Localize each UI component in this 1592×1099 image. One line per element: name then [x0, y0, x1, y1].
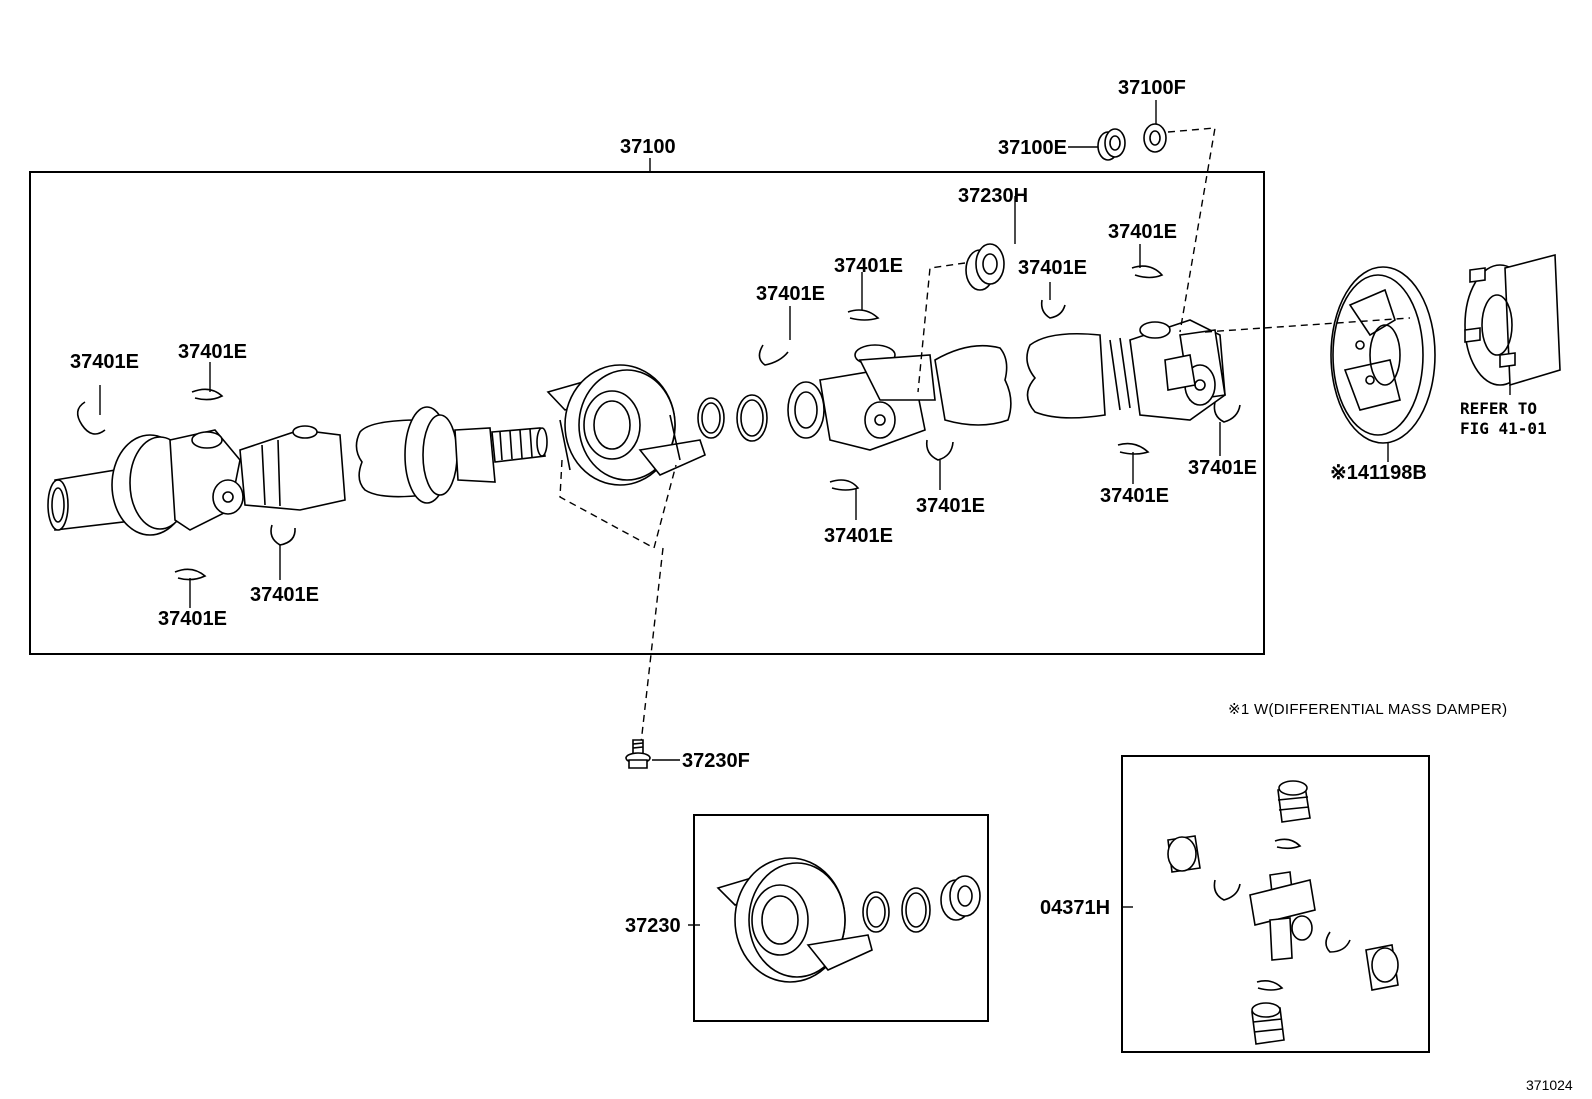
- center-yoke-joint: [787, 332, 1131, 451]
- rear-flange-yoke: [1129, 319, 1226, 421]
- label-snap-ring-a: 37401E: [70, 351, 139, 373]
- label-37230H: 37230H: [958, 185, 1028, 207]
- snap-ring-12: [1213, 401, 1241, 423]
- label-snap-ring-e: 37401E: [756, 283, 825, 305]
- snap-ring-2: [191, 388, 224, 401]
- label-snap-ring-b: 37401E: [178, 341, 247, 363]
- refer-line-2: FIG 41-01: [1460, 419, 1547, 438]
- snap-ring-4: [174, 568, 207, 581]
- spider-kit-drawing: [1167, 780, 1399, 1045]
- nut-part: [1097, 128, 1126, 161]
- label-37230: 37230: [625, 915, 681, 937]
- spider-kit-frame: [1121, 755, 1430, 1053]
- label-snap-ring-l: 37401E: [1188, 457, 1257, 479]
- label-snap-ring-i: 37401E: [916, 495, 985, 517]
- label-snap-ring-d: 37401E: [158, 608, 227, 630]
- differential-flange: [1464, 253, 1561, 387]
- snap-ring-3: [270, 524, 296, 546]
- cushion-part: [965, 243, 1005, 291]
- bolt-part: [625, 739, 651, 769]
- snap-ring-6: [847, 309, 880, 321]
- label-37100F: 37100F: [1118, 77, 1186, 99]
- snap-ring-7: [1040, 299, 1066, 319]
- footnote: ※1 W(DIFFERENTIAL MASS DAMPER): [1228, 701, 1507, 718]
- front-tube-spline: [355, 406, 548, 504]
- label-damper: ※141198B: [1330, 462, 1427, 484]
- label-snap-ring-j: 37401E: [824, 525, 893, 547]
- bearing-kit-frame: [693, 814, 989, 1022]
- label-snap-ring-c: 37401E: [250, 584, 319, 606]
- center-bearing: [546, 364, 706, 486]
- snap-ring-8: [1131, 265, 1164, 279]
- differential-mass-damper: [1330, 266, 1436, 444]
- bearing-ring-2: [736, 394, 768, 442]
- snap-ring-5: [758, 344, 789, 366]
- snap-ring-9: [925, 439, 954, 461]
- snap-ring-1: [76, 401, 106, 435]
- bearing-ring-1: [697, 397, 725, 439]
- front-sleeve-yoke: [47, 425, 346, 536]
- label-37230F: 37230F: [682, 750, 750, 772]
- label-37100: 37100: [620, 136, 676, 158]
- label-snap-ring-k: 37401E: [1100, 485, 1169, 507]
- label-04371H: 04371H: [1040, 897, 1110, 919]
- label-37100E: 37100E: [998, 137, 1067, 159]
- snap-ring-11: [1117, 442, 1150, 455]
- label-snap-ring-f: 37401E: [834, 255, 903, 277]
- refer-line-1: REFER TO: [1460, 399, 1537, 418]
- figure-number: 371024: [1526, 1077, 1573, 1093]
- assembly-frame: [29, 171, 1265, 655]
- washer-part: [1143, 123, 1167, 153]
- label-snap-ring-h: 37401E: [1108, 221, 1177, 243]
- label-snap-ring-g: 37401E: [1018, 257, 1087, 279]
- snap-ring-10: [829, 479, 860, 491]
- bearing-kit-drawing: [716, 857, 981, 983]
